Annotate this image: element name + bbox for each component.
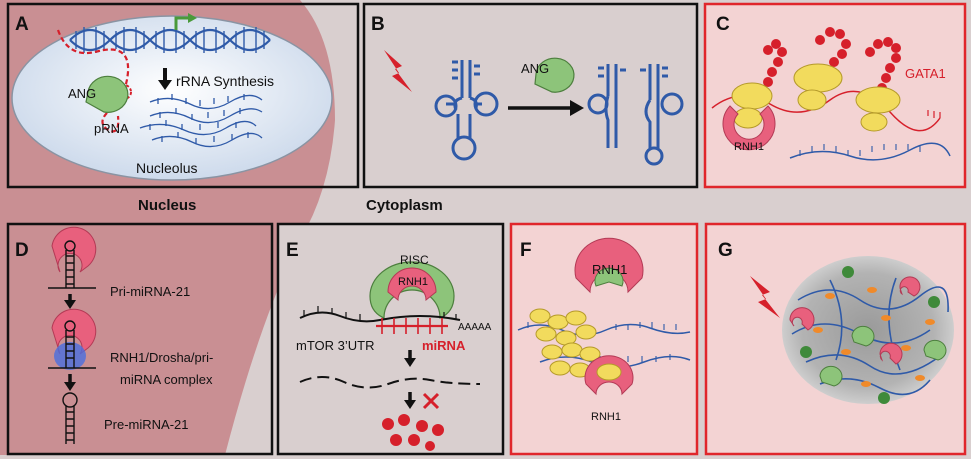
panel-b-letter: B bbox=[371, 14, 385, 35]
complex-label-2: miRNA complex bbox=[120, 372, 213, 387]
red-x-icon bbox=[422, 392, 440, 410]
panel-e-border bbox=[276, 222, 505, 456]
g-ang-proteins bbox=[819, 325, 947, 387]
panel-c-rnh1 bbox=[722, 105, 776, 151]
mirna-label: miRNA bbox=[422, 338, 466, 353]
complex-label-1: RNH1/Drosha/pri- bbox=[110, 350, 213, 365]
rrna-arrow-head bbox=[158, 80, 172, 90]
mtor-mrna-ticks bbox=[303, 306, 457, 320]
cytoplasm-label: Cytoplasm bbox=[366, 197, 443, 214]
degraded-protein-dots bbox=[382, 414, 444, 451]
panel-c-letter: C bbox=[716, 14, 730, 35]
panel-c-blue-mrna-ticks bbox=[799, 144, 921, 156]
rrna-strands bbox=[139, 94, 263, 148]
risc-label: RISC bbox=[400, 253, 429, 267]
panel-c: C GATA1 RNH1 bbox=[703, 2, 967, 189]
nucleus-label: Nucleus bbox=[138, 197, 196, 214]
complex-hairpin bbox=[48, 320, 96, 369]
pri-mirna-label: Pri-miRNA-21 bbox=[110, 284, 190, 299]
g-lightning-bolt-icon bbox=[750, 276, 780, 318]
panel-d-letter: D bbox=[15, 240, 29, 261]
dna-helix bbox=[69, 27, 271, 53]
g-rnh1-proteins bbox=[789, 276, 921, 365]
ribosomes bbox=[731, 63, 901, 132]
mirna-base-pairs bbox=[381, 318, 443, 334]
nucleolus-label: Nucleolus bbox=[136, 160, 197, 176]
pre-mirna-label: Pre-miRNA-21 bbox=[104, 417, 189, 432]
panel-g: G bbox=[704, 222, 967, 456]
nascent-peptide-chains bbox=[763, 27, 901, 93]
f-ang-bound bbox=[594, 267, 624, 287]
ang-protein bbox=[85, 75, 129, 113]
panel-d: D Pri-miRNA-21 RNH1/Drosha/pri- miRNA co… bbox=[6, 222, 274, 456]
f-rnh1-top-label: RNH1 bbox=[592, 262, 627, 277]
e-arrow-1-head bbox=[404, 358, 416, 367]
prna-label: pRNA bbox=[94, 121, 129, 136]
transcription-arrow-icon bbox=[174, 16, 190, 30]
f-ribosome-bound bbox=[596, 363, 622, 381]
utr-label: mTOR 3’UTR bbox=[296, 338, 374, 353]
panel-b-border bbox=[362, 2, 699, 189]
panel-a-border bbox=[6, 2, 360, 189]
panel-a: A ANG pRNA rRNA Synthesis Nucleolus bbox=[6, 2, 360, 189]
prna-strand bbox=[56, 29, 130, 133]
degraded-mrna bbox=[299, 376, 481, 389]
panel-d-border bbox=[6, 222, 274, 456]
mtor-mrna bbox=[299, 311, 461, 323]
drosha bbox=[54, 342, 86, 370]
e-rnh1 bbox=[387, 267, 437, 302]
panel-g-letter: G bbox=[718, 240, 733, 261]
panel-f: F RNH1 RNH1 bbox=[509, 222, 699, 456]
panel-b-ang-label: ANG bbox=[521, 61, 549, 76]
d-arrow-1-head bbox=[64, 300, 76, 309]
panel-c-rnh1-label: RNH1 bbox=[734, 141, 764, 153]
risc-complex bbox=[369, 261, 455, 319]
panel-e-letter: E bbox=[286, 240, 299, 261]
panel-c-blue-mrna bbox=[789, 142, 951, 161]
d-arrow-2-head bbox=[64, 382, 76, 391]
polya-label: AAAAA bbox=[458, 322, 492, 333]
gata1-label: GATA1 bbox=[905, 66, 946, 81]
panel-b: B ANG bbox=[362, 2, 699, 189]
panel-f-letter: F bbox=[520, 240, 532, 261]
e-arrow-2-head bbox=[404, 400, 416, 409]
rrna-synthesis-label: rRNA Synthesis bbox=[176, 73, 274, 89]
panel-a-letter: A bbox=[15, 14, 29, 35]
gata1-tail bbox=[927, 110, 941, 118]
pri-mirna-hairpin bbox=[48, 240, 96, 289]
g-orange-particles bbox=[813, 281, 935, 387]
transcription-arrow-head bbox=[188, 13, 197, 23]
lightning-bolt-icon bbox=[384, 50, 412, 92]
g-green-particles bbox=[800, 266, 940, 404]
panel-e: E RISC RNH1 AAAAA mTOR 3’UTR miRNA bbox=[276, 222, 505, 456]
panel-b-ang-protein bbox=[534, 57, 575, 93]
trna-intact bbox=[434, 60, 499, 161]
f-rnh1-bottom-label: RNH1 bbox=[591, 411, 621, 423]
e-rnh1-label: RNH1 bbox=[398, 276, 428, 288]
pre-mirna-hairpin bbox=[62, 392, 78, 444]
trna-halves bbox=[587, 64, 684, 166]
cleavage-arrow-head bbox=[570, 100, 584, 116]
panel-a-ang-label: ANG bbox=[68, 86, 96, 101]
